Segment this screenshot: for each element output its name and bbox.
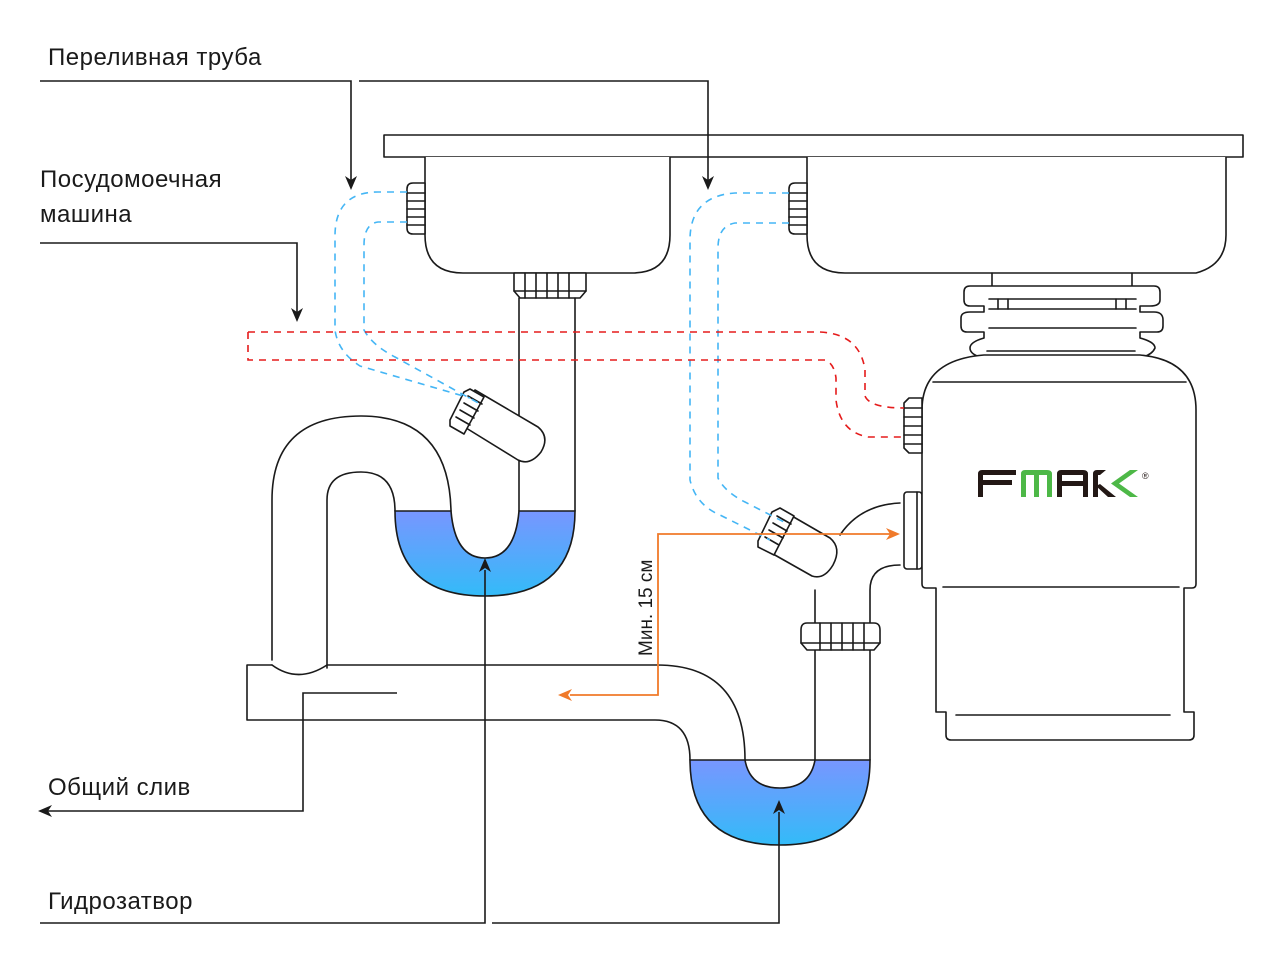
right-sink-bowl [806,157,1227,274]
common-drain-pipe [246,664,746,761]
dishwasher-hose-line [247,331,905,438]
overflow-pipe-callout: Переливная труба [40,44,714,190]
arrow-down-icon [345,176,357,190]
min-height-dimension: Мин. 15 см [558,528,900,701]
left-water-seal [394,510,576,597]
dishwasher-label-line2: машина [40,201,132,228]
left-overflow-pipe-line [334,191,483,406]
water-seal-label: Гидрозатвор [48,888,193,915]
arrow-up-icon [773,800,785,814]
disposer-outlet-flange [903,491,923,570]
min-distance-label: Мин. 15 см [636,560,657,656]
food-waste-disposer [921,272,1197,741]
dishwasher-callout: Посудомоечная машина [40,166,303,322]
right-overflow-pipe-line [689,192,789,541]
left-s-trap [271,297,576,676]
arrow-down-icon [702,176,714,190]
dimension-arrow-right [886,528,900,540]
fmark-logo: ® [978,470,1149,497]
right-overflow-inlet-fitting [757,507,838,578]
countertop [383,134,1244,158]
left-sink-bowl [424,157,671,274]
right-sink-overflow-connector [788,182,808,235]
right-trap-nut [800,622,881,651]
dishwasher-label-line1: Посудомоечная [40,166,222,193]
left-drain-nut [513,272,587,299]
registered-mark: ® [1142,471,1149,481]
arrow-up-icon [479,558,491,572]
water-seal-callout: Гидрозатвор [40,558,785,924]
arrow-left-icon [38,805,52,817]
overflow-pipe-label: Переливная труба [48,44,262,71]
disposer-dishwasher-inlet [903,397,923,454]
common-drain-callout: Общий слив [38,692,397,817]
arrow-down-icon [291,308,303,322]
left-sink-overflow-connector [406,182,426,235]
common-drain-label: Общий слив [48,774,191,801]
left-overflow-inlet-fitting [449,388,546,463]
dimension-arrow-left [558,689,572,701]
